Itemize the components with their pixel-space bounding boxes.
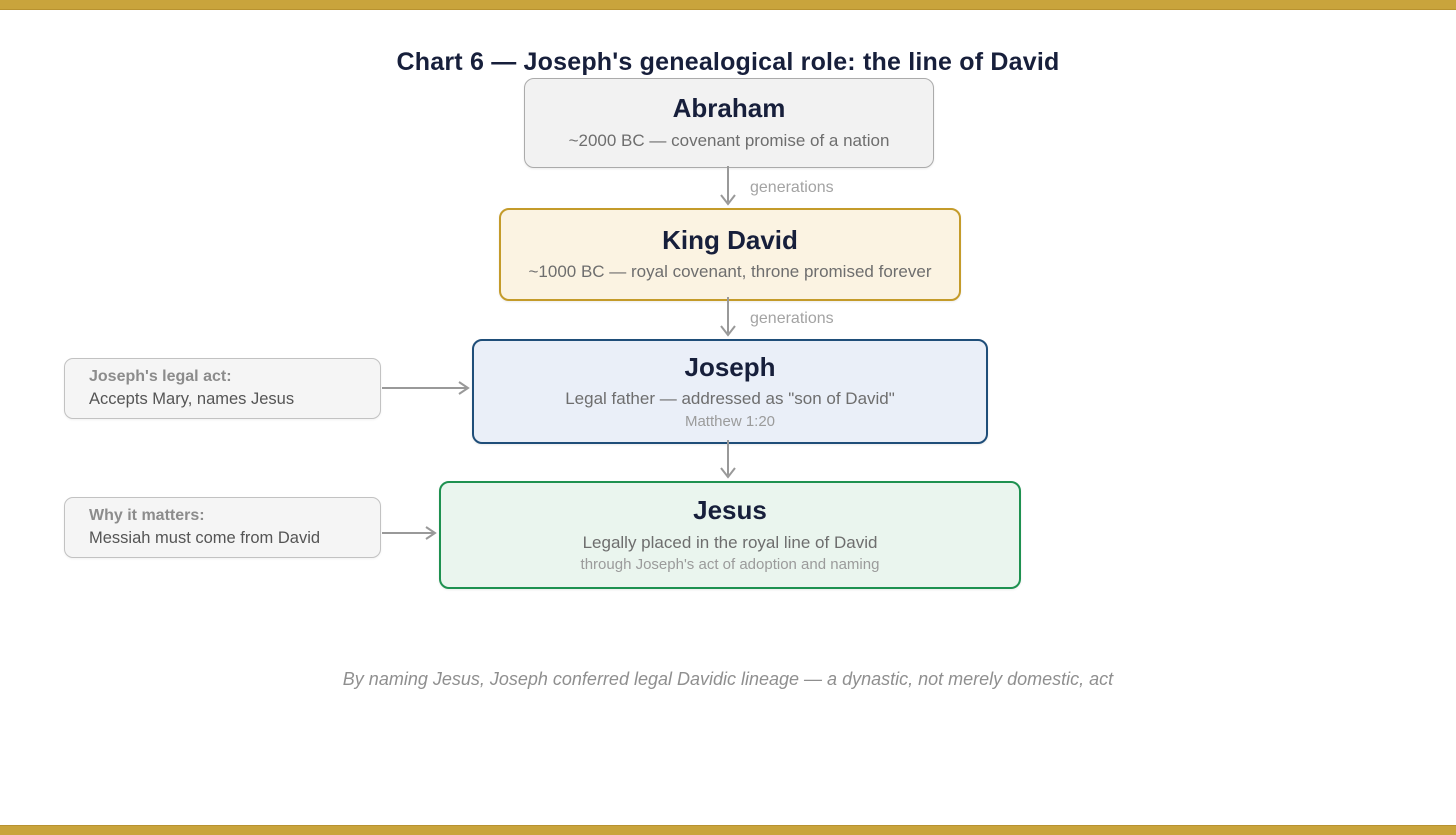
node-jesus-title: Jesus [693, 495, 767, 526]
annotation-text: Accepts Mary, names Jesus [89, 390, 295, 409]
node-joseph-title: Joseph [684, 351, 776, 382]
node-king-david-title: King David [662, 224, 798, 255]
node-king-david-subtitle: ~1000 BC — royal covenant, throne promis… [528, 262, 932, 282]
arrow-david-to-joseph [720, 297, 736, 337]
node-joseph-subtitle: Legal father — addressed as "son of Davi… [565, 389, 895, 409]
footer-caption: By naming Jesus, Joseph conferred legal … [342, 669, 1114, 689]
top-accent-bar [0, 0, 1456, 10]
arrow-joseph-to-jesus [720, 440, 736, 479]
node-joseph: Joseph Legal father — addressed as "son … [472, 339, 988, 444]
node-abraham-subtitle: ~2000 BC — covenant promise of a nation [568, 130, 890, 150]
annotation-why-it-matters: Why it matters: Messiah must come from D… [64, 497, 381, 558]
chart-title: Chart 6 — Joseph's genealogical role: th… [396, 47, 1060, 76]
annotation-josephs-legal-act: Joseph's legal act: Accepts Mary, names … [64, 358, 381, 419]
arrow-annotation2-to-jesus [382, 526, 437, 540]
arrow-abraham-to-david [720, 166, 736, 206]
node-abraham-title: Abraham [672, 93, 786, 124]
node-jesus: Jesus Legally placed in the royal line o… [439, 481, 1021, 589]
arrow-annotation1-to-joseph [382, 381, 470, 395]
node-jesus-note: through Joseph's act of adoption and nam… [580, 556, 880, 574]
node-abraham: Abraham ~2000 BC — covenant promise of a… [524, 78, 934, 168]
edge-label-generations-2: generations [750, 310, 834, 327]
bottom-accent-bar [0, 825, 1456, 835]
edge-label-generations-1: generations [750, 179, 834, 196]
annotation-heading: Joseph's legal act: [89, 367, 232, 385]
node-joseph-reference: Matthew 1:20 [684, 412, 776, 430]
node-jesus-subtitle: Legally placed in the royal line of Davi… [582, 532, 878, 552]
annotation-heading: Why it matters: [89, 506, 205, 524]
annotation-text: Messiah must come from David [89, 529, 321, 548]
node-king-david: King David ~1000 BC — royal covenant, th… [499, 208, 961, 301]
